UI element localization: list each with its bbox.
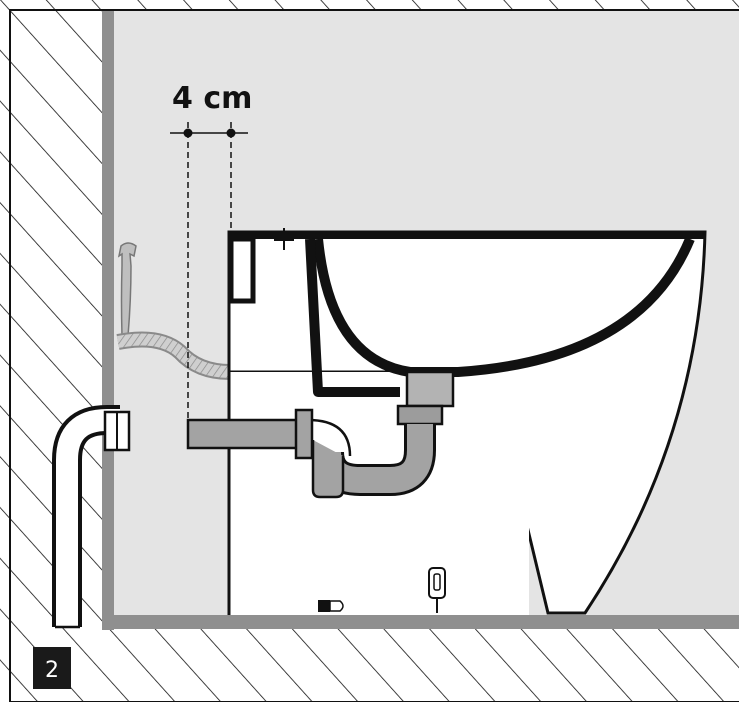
toilet-bowl: [313, 237, 695, 377]
frame: [9, 9, 739, 702]
rear-block: [228, 236, 256, 304]
dimension-label: 4 cm: [172, 81, 252, 116]
screw-anchor-icon: [318, 600, 344, 612]
connector-pipe: [186, 418, 310, 450]
bowl-outlet: [405, 370, 455, 408]
wrench-icon: [117, 242, 137, 337]
mount-cross-icon: [274, 228, 294, 250]
floor-edge: [102, 615, 739, 629]
step-badge: [33, 647, 71, 689]
wall-edge: [102, 10, 114, 630]
wall-plug-icon: [428, 567, 446, 613]
step-number: 2: [45, 658, 59, 683]
connector-nut: [294, 408, 314, 460]
dimension-marker: [170, 122, 248, 420]
